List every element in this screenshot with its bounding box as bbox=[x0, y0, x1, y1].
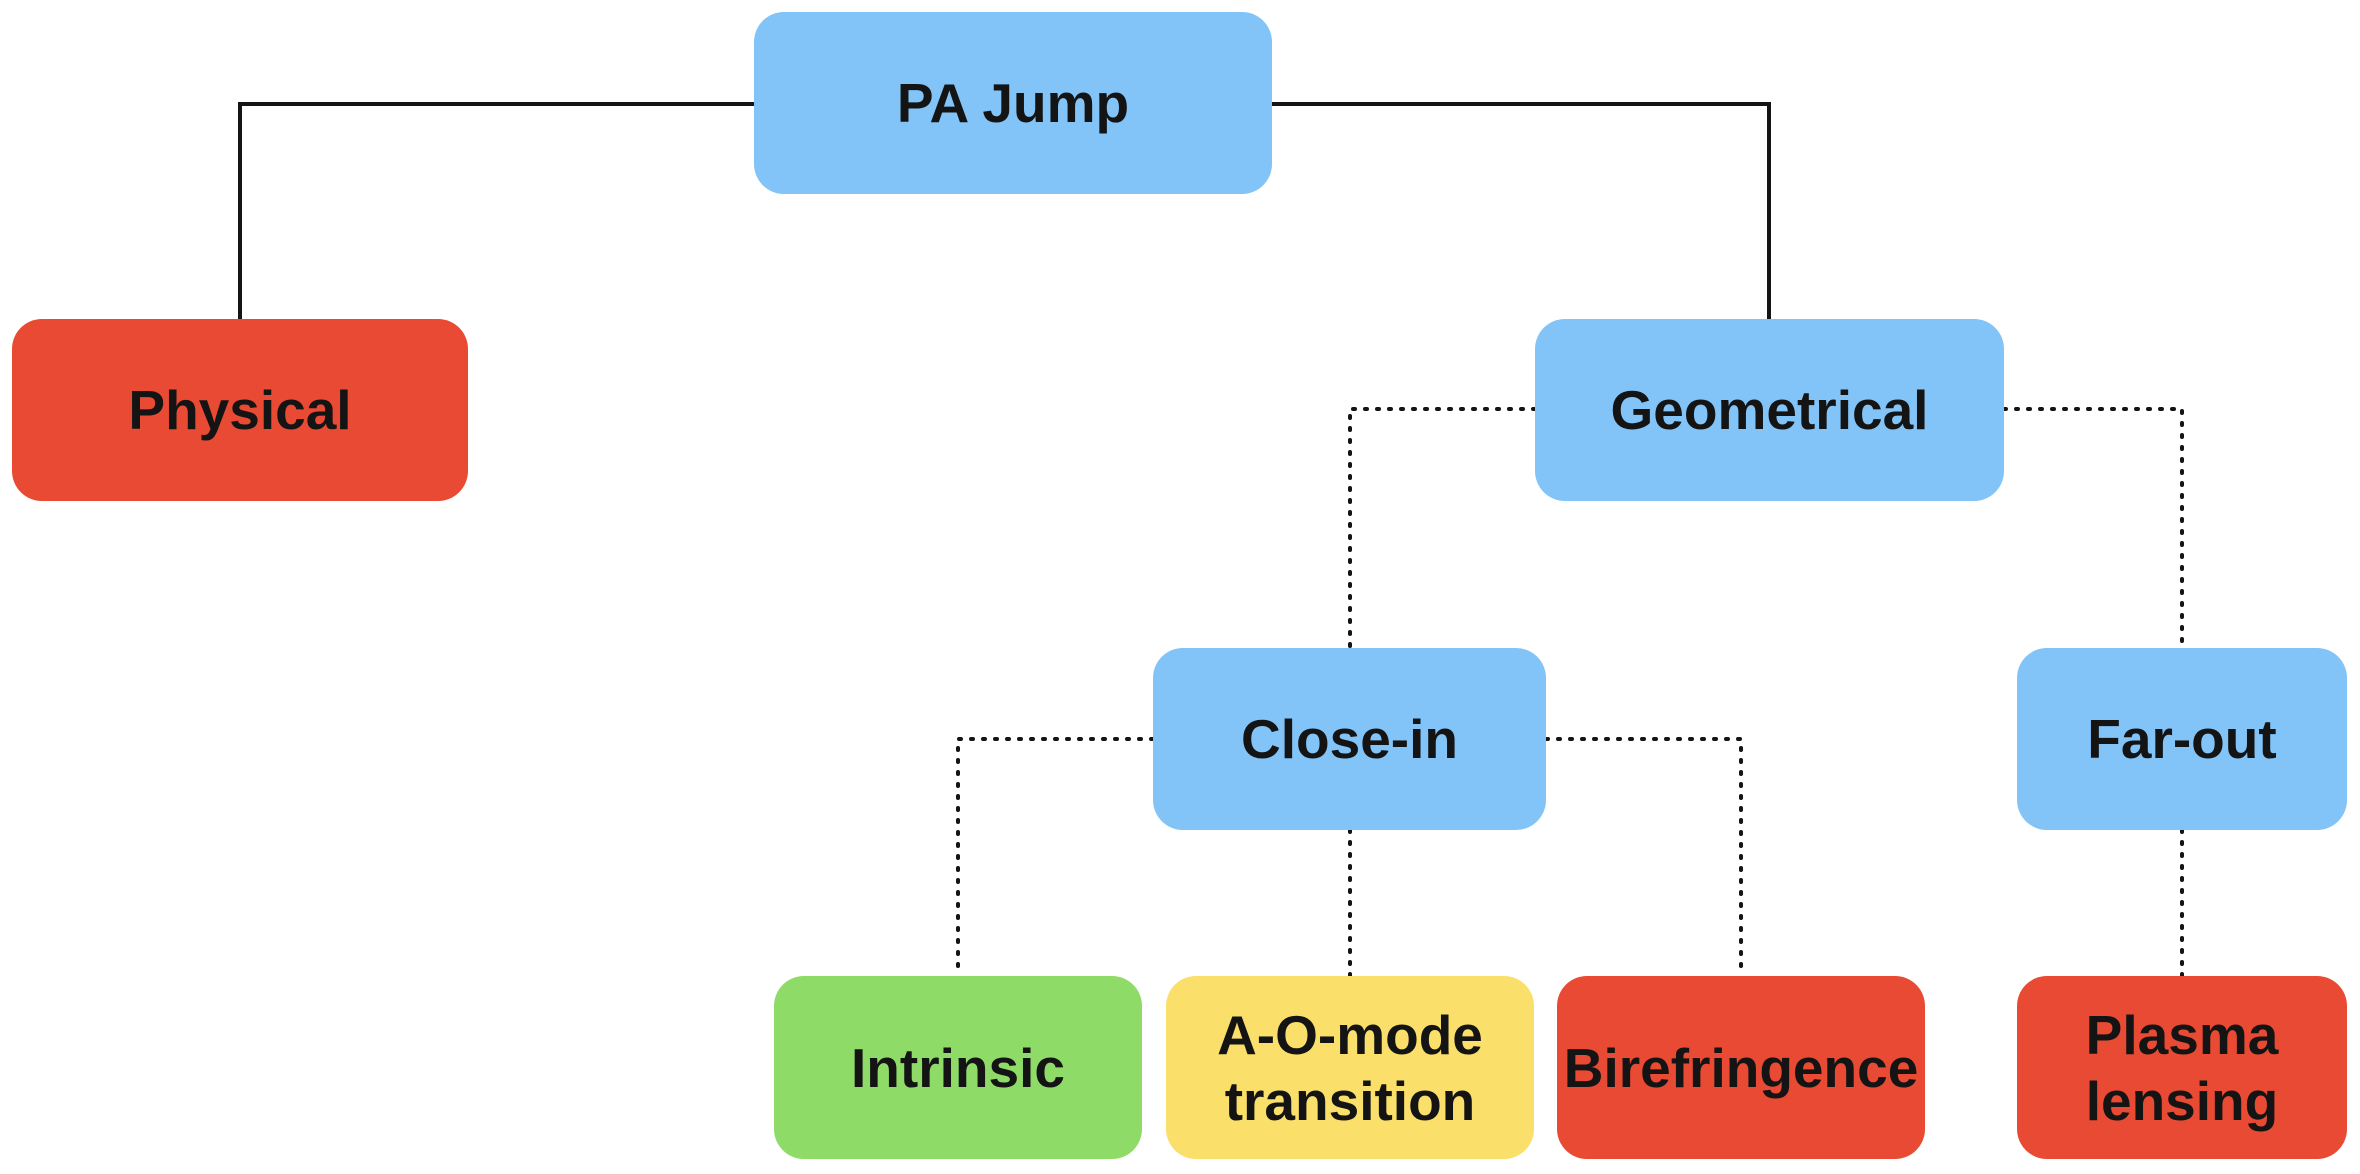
node-pa-jump-label: PA Jump bbox=[896, 72, 1130, 134]
node-intrinsic-label: Intrinsic bbox=[851, 1036, 1065, 1099]
node-physical-label: Physical bbox=[128, 379, 352, 441]
edge-close-in-birefringence bbox=[1544, 737, 1743, 978]
edge-root-physical bbox=[238, 102, 754, 319]
edge-close-in-intrinsic bbox=[956, 737, 1155, 978]
node-plasma-lensing-label-line2: lensing bbox=[2085, 1069, 2279, 1132]
node-geometrical-label: Geometrical bbox=[1610, 379, 1929, 441]
edge-root-geometrical bbox=[1272, 102, 1771, 319]
node-geometrical: Geometrical bbox=[1535, 319, 2004, 501]
node-close-in: Close-in bbox=[1153, 648, 1546, 830]
node-ao-mode-transition: A-O-mode transition bbox=[1166, 976, 1534, 1159]
node-physical: Physical bbox=[12, 319, 468, 501]
node-far-out-label: Far-out bbox=[2087, 708, 2277, 770]
node-birefringence-label: Birefringence bbox=[1563, 1036, 1919, 1099]
node-birefringence: Birefringence bbox=[1557, 976, 1925, 1159]
node-close-in-label: Close-in bbox=[1241, 708, 1458, 770]
node-ao-mode-label-line1: A-O-mode bbox=[1217, 1003, 1483, 1066]
edge-geometrical-far-out bbox=[2002, 407, 2184, 650]
node-ao-mode-label-line2: transition bbox=[1224, 1069, 1476, 1132]
edge-geometrical-close-in bbox=[1348, 407, 1537, 650]
node-far-out: Far-out bbox=[2017, 648, 2347, 830]
node-plasma-lensing-label-line1: Plasma bbox=[2085, 1003, 2279, 1066]
node-intrinsic: Intrinsic bbox=[774, 976, 1142, 1159]
node-plasma-lensing: Plasma lensing bbox=[2017, 976, 2347, 1159]
node-pa-jump: PA Jump bbox=[754, 12, 1272, 194]
